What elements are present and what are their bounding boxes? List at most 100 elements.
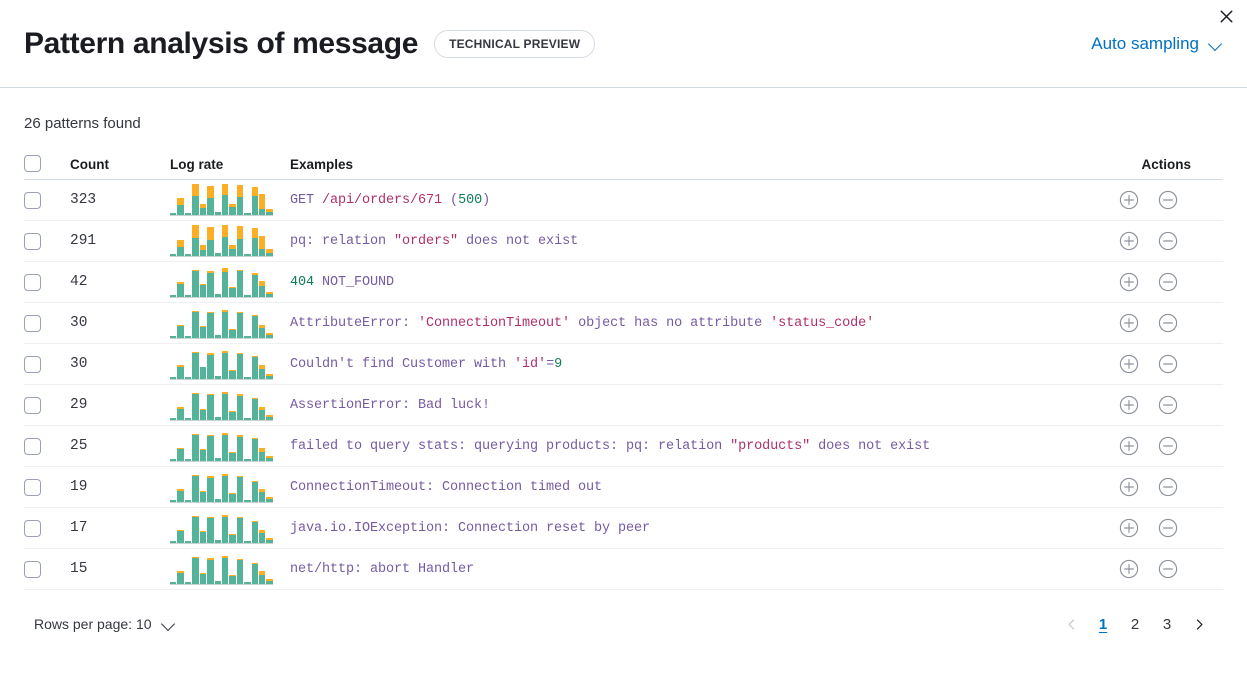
row-checkbox[interactable] (24, 355, 41, 373)
column-header-log-rate[interactable]: Log rate (170, 149, 290, 180)
sparkline-bar-orange (236, 558, 244, 561)
sparkline-bar (214, 540, 221, 543)
minus-in-circle-icon[interactable] (1155, 392, 1181, 418)
column-header-count[interactable]: Count (70, 149, 170, 180)
select-all-header (24, 149, 70, 180)
plus-in-circle-icon[interactable] (1116, 351, 1142, 377)
sparkline-bar-orange (199, 203, 207, 208)
sparkline-bar-teal (207, 240, 214, 256)
sparkline-bar-teal (177, 326, 184, 338)
row-checkbox[interactable] (24, 560, 41, 578)
sparkline-bar (207, 185, 214, 215)
example-token: GET (290, 192, 323, 208)
plus-in-circle-icon[interactable] (1116, 269, 1142, 295)
plus-in-circle-icon[interactable] (1116, 433, 1142, 459)
chevron-left-icon[interactable] (1057, 610, 1085, 638)
minus-in-circle-icon[interactable] (1155, 351, 1181, 377)
plus-in-circle-icon[interactable] (1116, 474, 1142, 500)
sparkline-bar-teal (214, 212, 221, 215)
sparkline-bar-teal (177, 284, 184, 297)
sparkline-bar-teal (221, 312, 229, 338)
sparkline-bar (236, 394, 244, 420)
row-checkbox[interactable] (24, 437, 41, 455)
sparkline-bar (170, 418, 177, 420)
minus-in-circle-icon[interactable] (1155, 474, 1181, 500)
sparkline-bar-orange (236, 516, 244, 519)
sparkline-bar-orange (229, 533, 236, 535)
close-icon[interactable] (1212, 2, 1240, 30)
sparkline-bar-orange (177, 407, 184, 410)
sparkline-bar (199, 203, 207, 215)
plus-in-circle-icon[interactable] (1116, 187, 1142, 213)
minus-in-circle-icon[interactable] (1155, 556, 1181, 582)
sparkline-bar-teal (259, 328, 266, 338)
row-checkbox[interactable] (24, 314, 41, 332)
sparkline-bar-teal (177, 491, 184, 502)
select-all-checkbox[interactable] (24, 154, 41, 172)
plus-in-circle-icon[interactable] (1116, 556, 1142, 582)
sparkline-bar (236, 516, 244, 543)
sparkline-bar-orange (192, 311, 199, 313)
example-token: "products" (730, 438, 811, 454)
pagination-page-2[interactable]: 2 (1130, 615, 1140, 633)
row-checkbox[interactable] (24, 519, 41, 537)
plus-in-circle-icon[interactable] (1116, 310, 1142, 336)
sparkline-bar (221, 268, 229, 297)
sparkline-bar (214, 335, 221, 338)
sparkline-bar-teal (177, 366, 184, 379)
actions-cell (1103, 180, 1223, 221)
sparkline-bar-teal (259, 452, 266, 461)
sparkline-bar-teal (244, 335, 251, 338)
sparkline-bar-orange (192, 225, 199, 239)
example-token: AssertionError: Bad luck! (290, 397, 491, 413)
pagination-page-1[interactable]: 1 (1098, 615, 1108, 633)
sparkline-bar (251, 563, 259, 584)
sparkline-bar (229, 245, 236, 256)
plus-in-circle-icon[interactable] (1116, 228, 1142, 254)
auto-sampling-dropdown[interactable]: Auto sampling (1091, 34, 1223, 54)
sparkline-bar (214, 212, 221, 215)
plus-in-circle-icon[interactable] (1116, 515, 1142, 541)
plus-in-circle-icon[interactable] (1116, 392, 1142, 418)
count-cell: 15 (70, 561, 88, 577)
chevron-right-icon[interactable] (1185, 610, 1213, 638)
row-checkbox[interactable] (24, 232, 41, 250)
column-header-examples[interactable]: Examples (290, 149, 1103, 180)
sparkline-bar-teal (199, 491, 207, 502)
sparkline-bar-orange (229, 204, 236, 208)
sparkline-bar-teal (266, 211, 273, 215)
minus-in-circle-icon[interactable] (1155, 187, 1181, 213)
row-checkbox[interactable] (24, 191, 41, 209)
pagination-page-3[interactable]: 3 (1162, 615, 1172, 633)
sparkline-bar-teal (266, 458, 273, 461)
sparkline-bar (259, 406, 266, 420)
sparkline-bar-teal (221, 394, 229, 420)
row-checkbox[interactable] (24, 478, 41, 496)
sparkline-bar-teal (259, 208, 266, 215)
sparkline-bar (244, 212, 251, 215)
patterns-found-label: 26 patterns found (24, 115, 141, 132)
minus-in-circle-icon[interactable] (1155, 310, 1181, 336)
minus-in-circle-icon[interactable] (1155, 433, 1181, 459)
sparkline-bar-teal (199, 207, 207, 215)
rows-per-page-selector[interactable]: Rows per page: 10 (34, 616, 176, 632)
sparkline-bar-orange (221, 474, 229, 477)
sparkline-bar-orange (192, 184, 199, 197)
row-checkbox[interactable] (24, 273, 41, 291)
sparkline-bar (207, 434, 214, 461)
minus-in-circle-icon[interactable] (1155, 228, 1181, 254)
minus-in-circle-icon[interactable] (1155, 269, 1181, 295)
minus-in-circle-icon[interactable] (1155, 515, 1181, 541)
row-checkbox[interactable] (24, 396, 41, 414)
sparkline-bar-teal (177, 531, 184, 543)
